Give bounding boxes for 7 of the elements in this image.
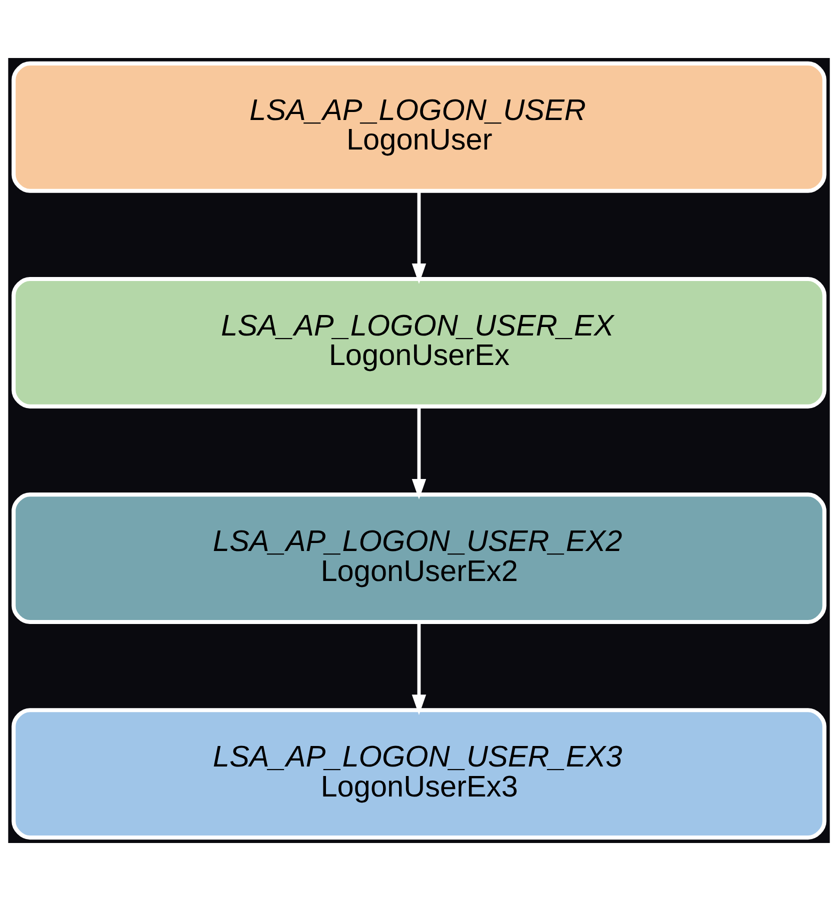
node-box: LSA_AP_LOGON_USER_EX3 LogonUserEx3 <box>12 708 826 840</box>
node-box: LSA_AP_LOGON_USER LogonUser <box>12 61 826 193</box>
arrow <box>412 406 426 500</box>
node-box: LSA_AP_LOGON_USER_EX2 LogonUserEx2 <box>12 492 826 624</box>
node-box: LSA_AP_LOGON_USER_EX LogonUserEx <box>12 276 826 408</box>
arrow <box>412 191 426 284</box>
arrow <box>412 622 426 715</box>
